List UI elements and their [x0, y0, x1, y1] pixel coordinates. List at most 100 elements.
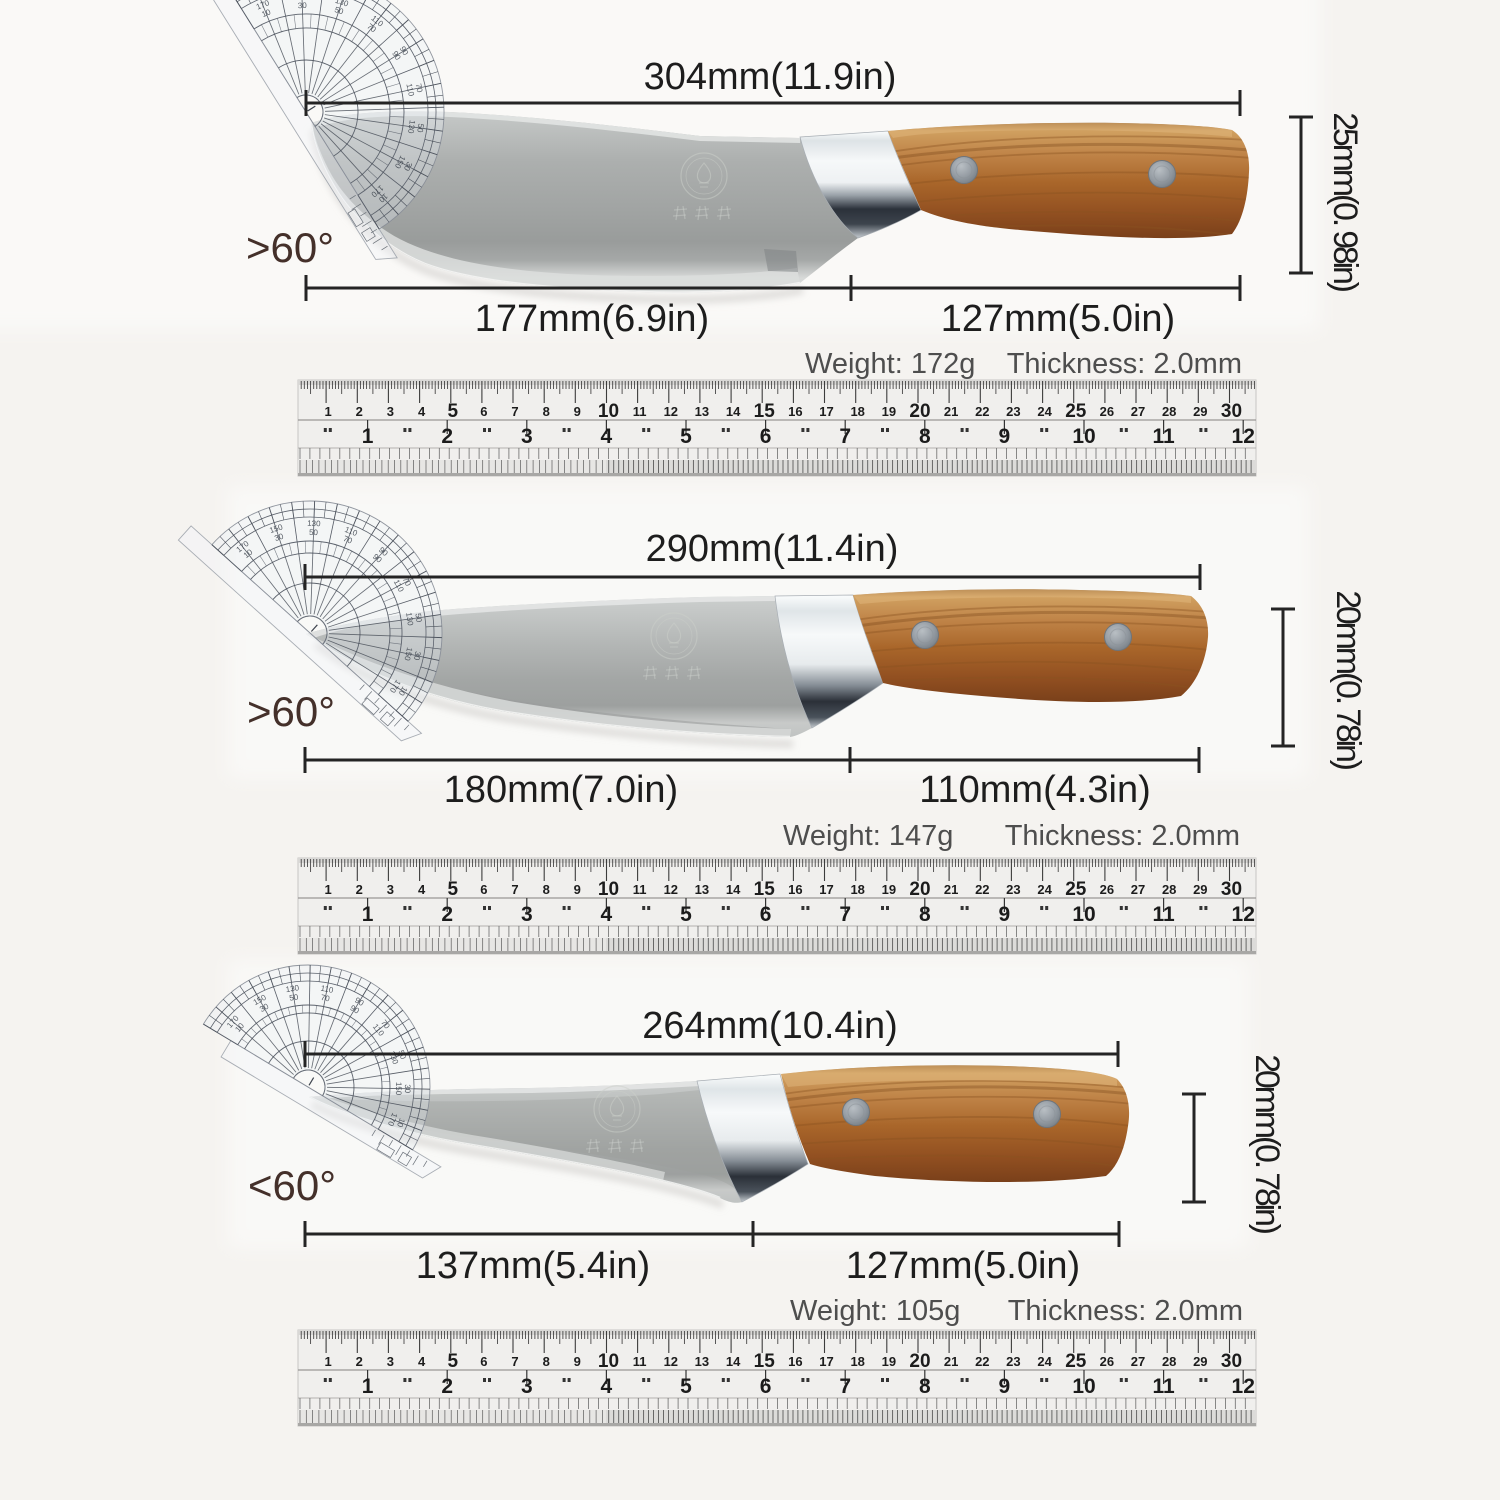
svg-text:13: 13	[695, 882, 709, 897]
svg-text:12: 12	[1232, 1375, 1255, 1398]
svg-text:50: 50	[309, 528, 319, 537]
svg-text:3: 3	[387, 1354, 394, 1369]
svg-text:12: 12	[1232, 903, 1255, 926]
svg-text:110: 110	[320, 984, 335, 995]
svg-text:127mm(5.0in): 127mm(5.0in)	[941, 298, 1175, 340]
svg-text:25: 25	[1065, 1351, 1087, 1372]
svg-text:26: 26	[1100, 882, 1114, 897]
svg-text:16: 16	[788, 1354, 802, 1369]
svg-text:50: 50	[413, 613, 423, 624]
svg-text:12: 12	[1232, 425, 1255, 448]
svg-text:2: 2	[356, 882, 363, 897]
svg-text:25: 25	[1065, 401, 1087, 422]
svg-text:24: 24	[1037, 404, 1052, 419]
svg-text:9: 9	[574, 404, 581, 419]
svg-text:6: 6	[760, 1375, 772, 1398]
svg-text:150: 150	[394, 1082, 403, 1096]
svg-text:23: 23	[1006, 404, 1020, 419]
svg-text:12: 12	[664, 404, 678, 419]
svg-text:130: 130	[307, 519, 321, 528]
svg-text:<60°: <60°	[248, 1162, 336, 1209]
svg-text:177mm(6.9in): 177mm(6.9in)	[475, 298, 709, 340]
svg-text:14: 14	[726, 404, 741, 419]
svg-text:130: 130	[406, 120, 417, 135]
svg-text:4: 4	[418, 882, 426, 897]
svg-text:12: 12	[664, 882, 678, 897]
svg-text:30: 30	[1221, 879, 1242, 900]
svg-text:4: 4	[601, 903, 613, 926]
svg-text:22: 22	[975, 882, 989, 897]
svg-text:29: 29	[1193, 1354, 1207, 1369]
svg-text:3: 3	[387, 882, 394, 897]
svg-text:70: 70	[320, 993, 331, 1004]
svg-text:4: 4	[601, 1375, 613, 1398]
svg-text:127mm(5.0in): 127mm(5.0in)	[846, 1245, 1080, 1287]
svg-text:170: 170	[255, 0, 271, 12]
svg-text:10: 10	[260, 7, 272, 19]
svg-text:18: 18	[850, 1354, 864, 1369]
svg-text:5: 5	[448, 879, 459, 900]
svg-text:19: 19	[882, 1354, 896, 1369]
svg-text:Weight: 147g: Weight: 147g	[783, 820, 953, 852]
svg-text:25: 25	[1065, 879, 1087, 900]
svg-text:>60°: >60°	[246, 224, 334, 271]
svg-text:10: 10	[1072, 1375, 1095, 1398]
svg-text:150: 150	[295, 0, 309, 1]
svg-text:2: 2	[441, 903, 453, 926]
svg-text:1: 1	[362, 1375, 374, 1398]
svg-text:50: 50	[289, 992, 300, 1002]
svg-text:3: 3	[387, 404, 394, 419]
svg-text:30: 30	[412, 650, 423, 661]
svg-text:13: 13	[695, 1354, 709, 1369]
svg-text:Thickness: 2.0mm: Thickness: 2.0mm	[1007, 348, 1242, 380]
svg-text:23: 23	[1006, 882, 1020, 897]
svg-text:20: 20	[909, 1351, 930, 1372]
svg-text:22: 22	[975, 1354, 989, 1369]
svg-text:30: 30	[298, 1, 308, 10]
svg-text:10: 10	[598, 401, 619, 422]
svg-text:9: 9	[999, 1375, 1011, 1398]
svg-text:11: 11	[633, 882, 647, 897]
svg-text:6: 6	[760, 425, 772, 448]
svg-text:30: 30	[403, 1084, 412, 1094]
svg-text:10: 10	[1072, 425, 1095, 448]
svg-text:10: 10	[598, 879, 619, 900]
svg-text:20: 20	[909, 401, 930, 422]
svg-text:28: 28	[1162, 404, 1176, 419]
svg-text:6: 6	[480, 404, 487, 419]
svg-text:21: 21	[944, 404, 958, 419]
svg-text:1: 1	[324, 882, 331, 897]
svg-text:3: 3	[521, 425, 533, 448]
svg-text:130: 130	[285, 983, 300, 994]
svg-text:50: 50	[333, 5, 345, 16]
svg-text:50: 50	[415, 123, 425, 134]
svg-text:11: 11	[1152, 903, 1175, 926]
svg-text:5: 5	[448, 401, 459, 422]
svg-text:1: 1	[324, 404, 331, 419]
svg-text:110mm(4.3in): 110mm(4.3in)	[919, 769, 1151, 811]
svg-text:22: 22	[975, 404, 989, 419]
svg-text:130: 130	[404, 612, 415, 627]
svg-text:25mm(0. 98in): 25mm(0. 98in)	[1326, 112, 1364, 291]
svg-text:16: 16	[788, 882, 802, 897]
svg-text:16: 16	[788, 404, 802, 419]
svg-text:27: 27	[1131, 882, 1145, 897]
svg-text:Thickness: 2.0mm: Thickness: 2.0mm	[1005, 820, 1240, 852]
svg-text:Weight: 105g: Weight: 105g	[790, 1295, 960, 1327]
svg-text:17: 17	[819, 404, 833, 419]
svg-text:9: 9	[999, 425, 1011, 448]
svg-text:19: 19	[882, 882, 896, 897]
svg-text:8: 8	[543, 404, 550, 419]
svg-text:3: 3	[521, 1375, 533, 1398]
svg-text:30: 30	[1221, 401, 1242, 422]
svg-text:264mm(10.4in): 264mm(10.4in)	[642, 1005, 898, 1047]
svg-text:6: 6	[480, 882, 487, 897]
svg-text:23: 23	[1006, 1354, 1020, 1369]
svg-text:4: 4	[418, 404, 426, 419]
svg-text:13: 13	[695, 404, 709, 419]
svg-text:1: 1	[362, 425, 374, 448]
svg-text:17: 17	[819, 1354, 833, 1369]
svg-text:21: 21	[944, 882, 958, 897]
svg-text:14: 14	[726, 1354, 741, 1369]
svg-text:30: 30	[273, 532, 285, 543]
